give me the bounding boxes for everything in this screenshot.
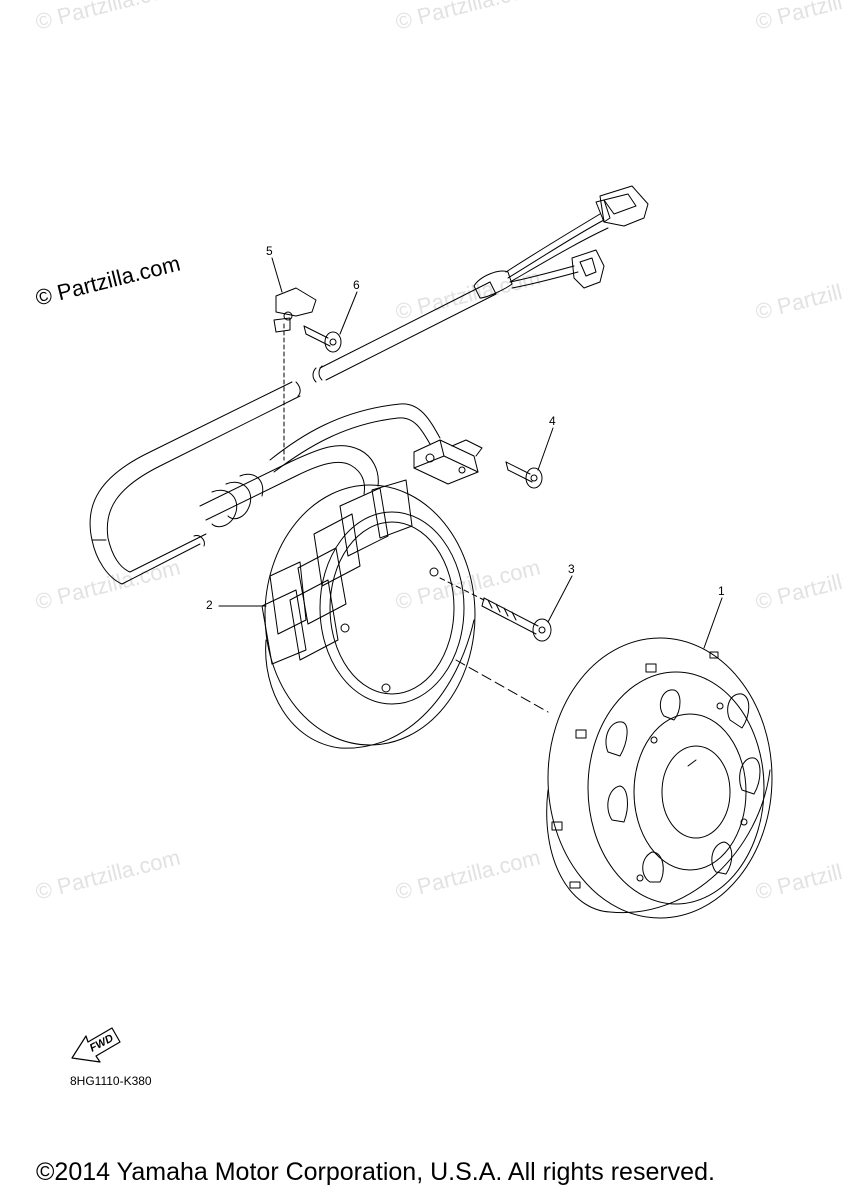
diagram-code: 8HG1110-K380 <box>70 1074 152 1088</box>
callout-1: 1 <box>718 584 725 598</box>
callout-5: 5 <box>266 244 273 258</box>
rotor-flywheel <box>546 637 773 919</box>
stator <box>261 479 549 749</box>
callout-4: 4 <box>549 414 556 428</box>
leader-5-line <box>271 257 283 293</box>
leader-1-line <box>703 597 723 649</box>
copyright-notice: ©2014 Yamaha Motor Corporation, U.S.A. A… <box>36 1158 715 1186</box>
screw-4 <box>505 461 543 489</box>
wire-harness <box>89 185 649 585</box>
leader-3-line <box>547 575 573 623</box>
leader-4-line <box>537 427 554 471</box>
callout-6: 6 <box>353 278 360 292</box>
screw-6 <box>303 325 342 353</box>
fwd-arrow-icon: FWD <box>71 1027 121 1063</box>
callout-2: 2 <box>206 598 213 612</box>
fwd-label: FWD <box>88 1032 116 1054</box>
clamp-bracket <box>273 287 317 333</box>
callout-3: 3 <box>568 562 575 576</box>
leader-6-line <box>339 291 358 335</box>
bolt-3 <box>439 577 552 642</box>
